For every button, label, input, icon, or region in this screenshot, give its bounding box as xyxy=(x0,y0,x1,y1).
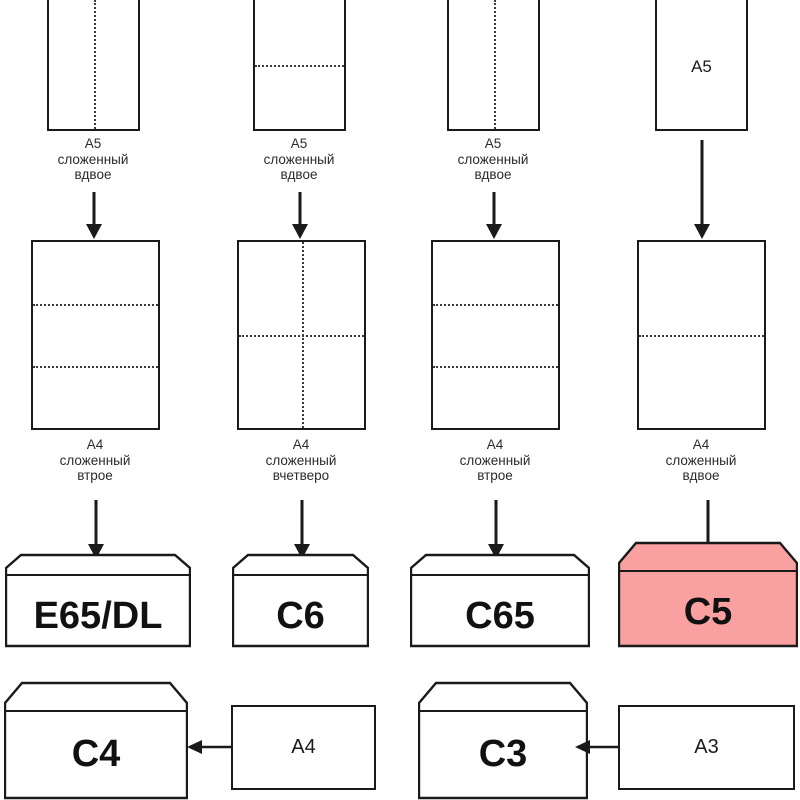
envelope-shape xyxy=(4,553,192,648)
rect-a4: A4 xyxy=(231,705,376,790)
envelope-c6: C6 xyxy=(231,553,370,648)
sheet-a4-fold-thirds-1 xyxy=(31,240,160,430)
fold-line-horizontal-upper xyxy=(33,303,158,306)
rect-a3: A3 xyxy=(618,705,795,790)
sheet-a4-fold-half xyxy=(637,240,766,430)
envelope-e65dl: E65/DL xyxy=(4,553,192,648)
caption-a4-fold-half: A4 сложенный вдвое xyxy=(665,437,737,483)
sheet-a5-fold-vertical-1 xyxy=(47,0,140,131)
fold-line-horizontal xyxy=(255,64,344,67)
sheet-a5-fold-horizontal xyxy=(253,0,346,131)
sheet-a5-fold-vertical-2 xyxy=(447,0,540,131)
arrow-down-to-c6 xyxy=(294,500,310,559)
envelope-shape xyxy=(417,681,589,800)
arrow-down-to-e65dl xyxy=(88,500,104,559)
fold-line-vertical xyxy=(493,0,496,129)
fold-line-vertical xyxy=(301,242,304,428)
envelope-c4: C4 xyxy=(3,681,189,800)
caption-a4-fold-thirds-2: A4 сложенный втрое xyxy=(459,437,531,483)
envelope-c5: C5 xyxy=(617,541,799,648)
envelope-c65: C65 xyxy=(409,553,591,648)
arrow-down-col3 xyxy=(486,192,502,239)
fold-line-horizontal-lower xyxy=(433,365,558,368)
envelope-shape xyxy=(409,553,591,648)
fold-line-horizontal xyxy=(639,335,764,337)
caption-a5-fold-vertical-1: A5 сложенный вдвое xyxy=(57,136,129,182)
envelope-shape xyxy=(3,681,189,800)
arrow-down-col4 xyxy=(694,140,710,239)
arrow-left-a3-to-c3 xyxy=(575,740,622,754)
fold-line-vertical xyxy=(93,0,96,129)
arrow-down-to-c65 xyxy=(488,500,504,559)
caption-a5-fold-vertical-2: A5 сложенный вдвое xyxy=(457,136,529,182)
arrow-down-col2 xyxy=(292,192,308,239)
caption-a5-fold-horizontal: A5 сложенный вдвое xyxy=(263,136,335,182)
envelope-shape-highlighted xyxy=(617,541,799,648)
sheet-a4-fold-thirds-2 xyxy=(431,240,560,430)
sheet-a4-fold-quarters xyxy=(237,240,366,430)
envelope-c3: C3 xyxy=(417,681,589,800)
sheet-a5-plain: A5 xyxy=(655,0,748,131)
caption-a4-fold-thirds-1: A4 сложенный втрое xyxy=(59,437,131,483)
fold-line-horizontal-upper xyxy=(433,303,558,306)
fold-line-horizontal-lower xyxy=(33,365,158,368)
caption-a4-fold-quarters: A4 сложенный вчетверо xyxy=(265,437,337,483)
arrow-down-col1 xyxy=(86,192,102,239)
envelope-shape xyxy=(231,553,370,648)
sheet-label-a5: A5 xyxy=(691,57,712,76)
arrow-left-a4-to-c4 xyxy=(187,740,234,754)
